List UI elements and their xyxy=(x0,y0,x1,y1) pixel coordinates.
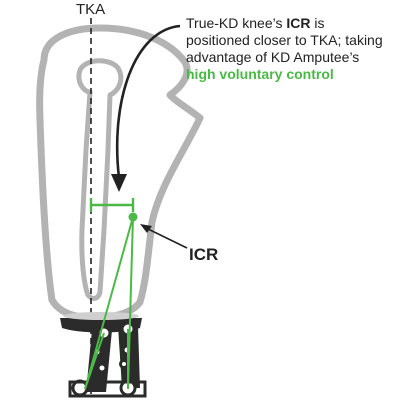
annotation-line-1: True-KD knee’s ICR is xyxy=(186,15,396,32)
pointer-arrow-line xyxy=(145,227,188,249)
front-link xyxy=(86,330,112,392)
icr-point xyxy=(128,212,138,222)
annotation-icr-emphasis: ICR xyxy=(286,15,311,31)
annotation-line-3: advantage of KD Amputee’s xyxy=(186,49,360,65)
annotation-line-1-pre: True-KD knee’s xyxy=(186,15,287,31)
socket-outline xyxy=(36,24,204,322)
curved-arrow-icon xyxy=(115,24,181,179)
annotation-line-4: high voluntary control xyxy=(186,66,334,82)
tka-label: TKA xyxy=(76,1,106,18)
annotation-line-1-post: is xyxy=(310,15,325,31)
knee-base xyxy=(68,380,147,398)
knee-pyramid xyxy=(63,312,139,320)
femur-outline xyxy=(76,58,124,301)
icr-construction-lines xyxy=(84,216,134,390)
icr-label: ICR xyxy=(189,245,219,264)
curved-arrow-head xyxy=(111,174,127,192)
annotation-line-2: positioned closer to TKA; taking xyxy=(186,32,383,48)
pointer-arrow-icon xyxy=(140,224,152,233)
offset-bracket xyxy=(89,198,135,212)
annotation-text: True-KD knee’s ICR is positioned closer … xyxy=(186,15,396,83)
